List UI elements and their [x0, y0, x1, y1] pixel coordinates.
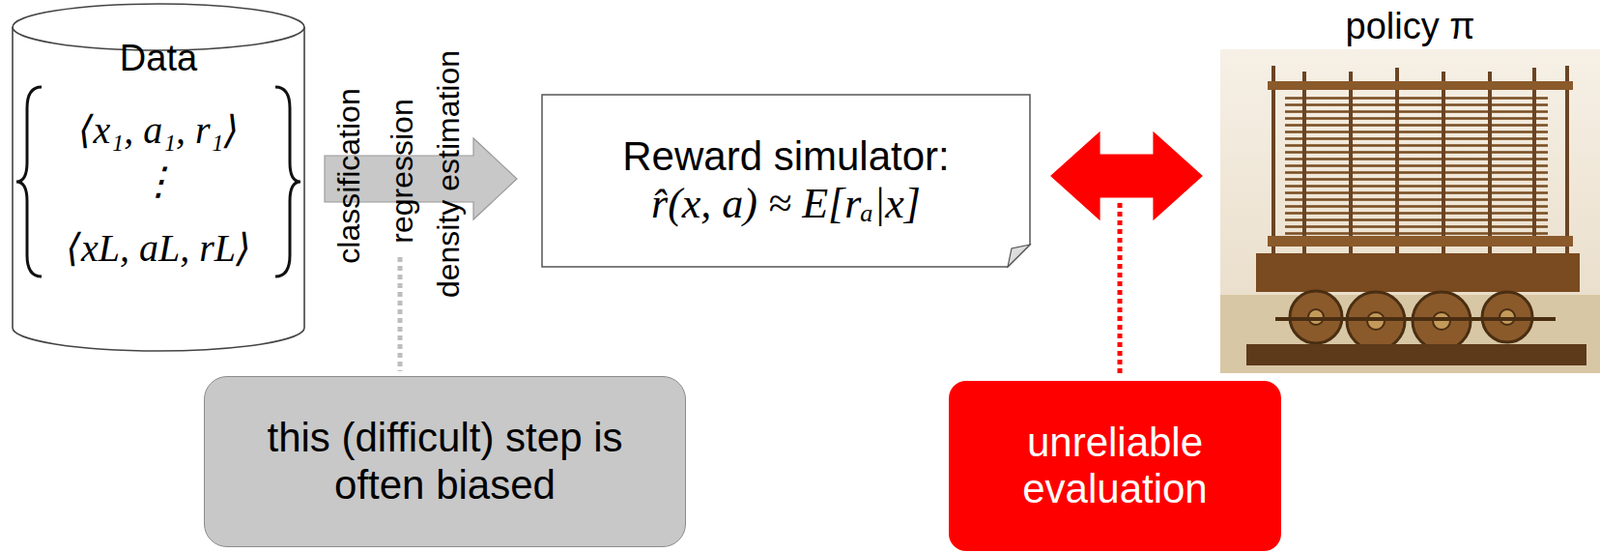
simulator-text: r̂(x, a) ≈ E[rₐ|x]: [651, 179, 921, 229]
photo-ground: [1220, 49, 1600, 373]
warning-callout: unreliable evaluation: [948, 380, 1282, 551]
rod: [1348, 71, 1353, 259]
simulator-text: Reward simulator:: [622, 133, 949, 180]
store-text: ⟨x₁, a₁, r₁⟩: [10, 108, 307, 153]
policy-frame: policy π: [1220, 0, 1600, 373]
rod: [1487, 71, 1492, 259]
simulator-box: Reward simulator:r̂(x, a) ≈ E[rₐ|x]: [541, 93, 1031, 268]
rod: [1441, 71, 1446, 259]
callout-text: unreliable evaluation: [970, 419, 1260, 514]
note-fold: [1007, 244, 1030, 267]
method-label: density estimation: [431, 50, 466, 298]
rod: [1302, 71, 1307, 259]
callout-leader: [1117, 202, 1123, 375]
engine-illustration: [1220, 49, 1600, 373]
floor-beam: [1246, 343, 1587, 366]
data-store-cylinder: Data ⟨x₁, a₁, r₁⟩ ⋮ ⟨xL, aL, rL⟩: [10, 1, 307, 353]
set-brace: [275, 86, 301, 277]
note-shape: [542, 94, 1030, 267]
disc-stack: [1285, 92, 1548, 236]
rod: [1395, 67, 1400, 259]
policy-heading: policy π: [1220, 5, 1600, 49]
double-block-arrow: [1051, 132, 1202, 220]
drive-shaft: [1275, 316, 1556, 321]
store-text: Data: [10, 37, 307, 81]
note-callout: this (difficult) step is often biased: [203, 375, 686, 547]
callout-text: this (difficult) step is often biased: [226, 414, 664, 509]
rod: [1532, 67, 1537, 259]
photo-floor: [1220, 294, 1600, 373]
machine-base: [1256, 253, 1580, 292]
store-text: ⟨xL, aL, rL⟩: [10, 226, 307, 271]
top-plate: [1267, 81, 1573, 90]
callout-leader: [398, 257, 403, 372]
set-brace: [16, 86, 42, 277]
method-label: regression: [385, 98, 420, 243]
method-label: classification: [332, 87, 367, 263]
store-text: ⋮: [10, 159, 307, 204]
mid-plate: [1267, 235, 1573, 247]
